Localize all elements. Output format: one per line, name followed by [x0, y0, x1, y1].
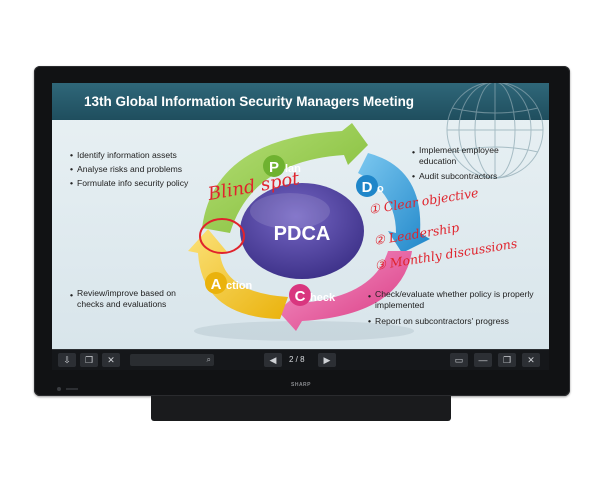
slide-title: 13th Global Information Security Manager…: [84, 94, 415, 109]
check-arc: [278, 251, 412, 331]
search-icon[interactable]: ⌕: [206, 355, 211, 364]
brand-logo: SHARP: [291, 382, 312, 388]
check-badge: [289, 284, 311, 306]
list-item: •Analyse risks and problems: [70, 164, 183, 174]
do-arc: [358, 153, 430, 253]
tools-icon[interactable]: ✕: [102, 353, 120, 367]
pen-software-toolbar: ⇩ ❐ ✕ ⌕ ◀ 2 / 8 ▶ ▭ — ❐ ✕: [52, 349, 549, 370]
copy-icon[interactable]: ❐: [80, 353, 98, 367]
monitor-stand: [151, 396, 451, 421]
do-initial: D: [362, 179, 373, 196]
annotation-circle: [199, 218, 245, 254]
check-rest: heck: [310, 292, 336, 304]
pdca-cycle-diagram: PDCA P lan D o C heck A ction: [188, 123, 430, 341]
search-input[interactable]: ⌕: [130, 354, 214, 366]
do-badge: [356, 175, 378, 197]
sensor-strip: [66, 388, 78, 390]
pdca-center: [240, 183, 364, 279]
action-rest: ction: [226, 280, 253, 292]
check-initial: C: [295, 288, 306, 305]
pdca-center-highlight: [250, 193, 330, 229]
list-item: •Report on subcontractors' progress: [368, 316, 509, 326]
bullets-bottom-left: •Review/improve based on checks and eval…: [70, 288, 200, 310]
list-item: •Check/evaluate whether policy is proper…: [368, 289, 534, 310]
minimize-icon[interactable]: —: [474, 353, 492, 367]
page-indicator: 2 / 8: [289, 355, 305, 364]
download-icon[interactable]: ⇩: [58, 353, 76, 367]
prev-arrow-icon[interactable]: ◀: [264, 353, 282, 367]
bullets-top-right: •Implement employee education •Audit sub…: [412, 145, 532, 183]
bullets-bottom-right: •Check/evaluate whether policy is proper…: [368, 289, 540, 328]
list-item: •Formulate info security policy: [70, 178, 189, 188]
window-icon[interactable]: ❐: [498, 353, 516, 367]
slide-title-bar: 13th Global Information Security Manager…: [52, 83, 549, 179]
display-screen: 13th Global Information Security Manager…: [52, 83, 549, 370]
plan-arc: [202, 123, 368, 233]
list-item: •Review/improve based on checks and eval…: [70, 288, 176, 309]
action-initial: A: [211, 276, 222, 293]
cycle-shadow: [194, 321, 414, 341]
power-indicator-icon: [57, 387, 61, 391]
plan-initial: P: [269, 159, 279, 176]
next-arrow-icon[interactable]: ▶: [318, 353, 336, 367]
list-item: •Implement employee education: [412, 145, 499, 166]
plan-rest: lan: [285, 163, 301, 175]
do-rest: o: [377, 183, 384, 195]
pdca-center-label: PDCA: [274, 223, 331, 245]
list-item: •Audit subcontractors: [412, 171, 498, 181]
plan-badge: [263, 155, 285, 177]
display-icon[interactable]: ▭: [450, 353, 468, 367]
globe-icon: [446, 83, 544, 179]
action-badge: [205, 272, 227, 294]
close-icon[interactable]: ✕: [522, 353, 540, 367]
list-item: •Identify information assets: [70, 150, 177, 160]
bullets-top-left: •Identify information assets •Analyse ri…: [70, 148, 188, 190]
